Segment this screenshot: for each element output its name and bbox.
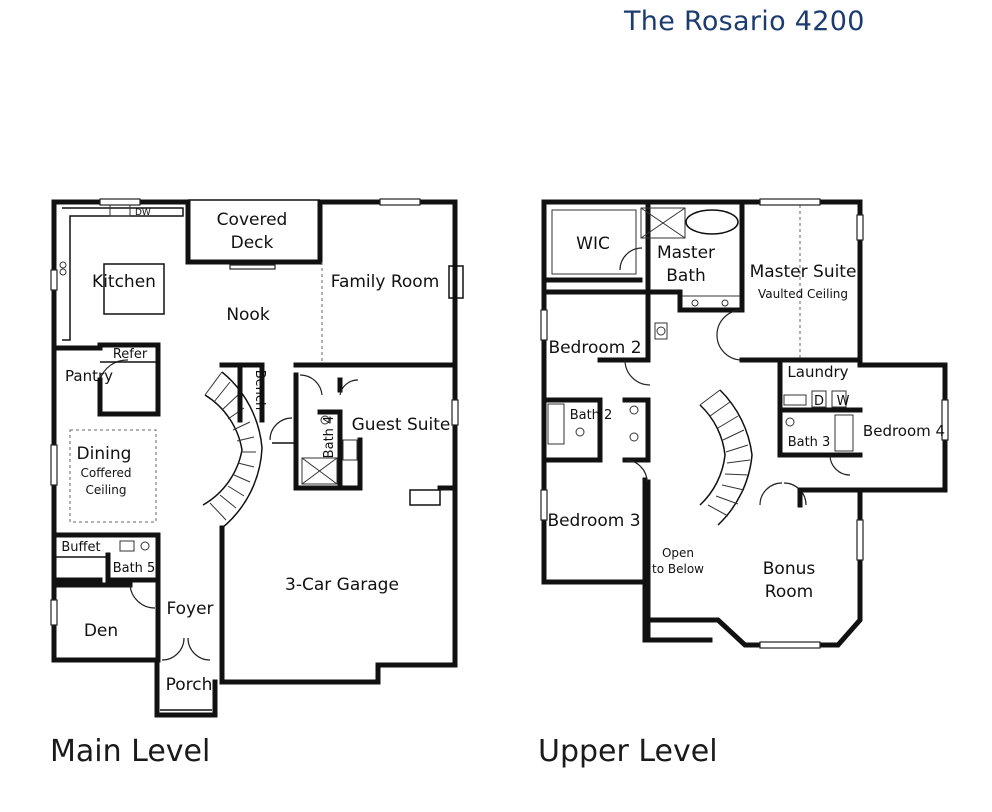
upper-staircase — [699, 389, 753, 526]
bath3-label: Bath 3 — [788, 435, 831, 450]
dw-label: DW — [135, 208, 151, 218]
washer-label: W — [837, 394, 850, 409]
kitchen-island — [103, 263, 165, 315]
buffet-bath5-wall — [51, 532, 161, 583]
dryer-label: D — [814, 394, 824, 409]
bath5-label: Bath 5 — [113, 561, 156, 576]
open-to-below-label-1: Open — [662, 546, 694, 560]
main-level-label: Main Level — [50, 734, 211, 769]
dining-coffered-label: Coffered — [80, 466, 131, 480]
upper-level-label: Upper Level — [538, 734, 718, 769]
garage-label: 3-Car Garage — [285, 575, 399, 595]
master-bath-label-2: Bath — [666, 266, 706, 286]
laundry-wall — [739, 357, 863, 458]
den-label: Den — [84, 621, 118, 641]
dining-coffered-ceiling — [69, 429, 157, 523]
dining-ceiling-label: Ceiling — [86, 483, 127, 497]
bedroom3-label: Bedroom 3 — [547, 511, 640, 531]
bath3-tub — [834, 414, 854, 452]
bath2-label: Bath 2 — [570, 408, 613, 423]
covered-deck-wall — [185, 199, 323, 265]
bedroom2-wall — [541, 289, 651, 463]
laundry-label: Laundry — [787, 363, 848, 381]
deck-slider — [229, 264, 276, 270]
refer-label: Refer — [113, 347, 148, 362]
wic-label: WIC — [576, 234, 610, 254]
bonus-room-label-2: Room — [765, 582, 813, 602]
shower — [640, 207, 686, 239]
pantry-wall — [51, 342, 161, 417]
main-level-plan: DW — [50, 198, 464, 718]
bedroom4-label: Bedroom 4 — [863, 422, 945, 440]
porch-label: Porch — [166, 675, 213, 695]
kitchen-label: Kitchen — [92, 272, 156, 292]
open-to-below-label-2: to Below — [652, 562, 704, 576]
plan-title: The Rosario 4200 — [624, 6, 865, 37]
master-suite-label: Master Suite — [750, 262, 857, 282]
bench-wall — [219, 362, 265, 423]
fireplace — [448, 265, 464, 299]
dining-label: Dining — [77, 444, 132, 464]
pantry-label: Pantry — [65, 367, 113, 385]
nook-label: Nook — [226, 305, 270, 325]
bath2-tub — [547, 403, 565, 445]
bonus-room-label-1: Bonus — [763, 559, 816, 579]
den-wall — [51, 577, 161, 663]
guest-suite-wall — [293, 362, 458, 491]
master-bath-label-1: Master — [657, 243, 715, 263]
guest-suite-label: Guest Suite — [352, 415, 451, 435]
tub — [685, 209, 739, 235]
bench-label: Bench — [252, 370, 267, 411]
garage-interior — [409, 489, 441, 506]
bedroom2-label: Bedroom 2 — [548, 338, 641, 358]
vaulted-ceiling-label: Vaulted Ceiling — [758, 287, 848, 301]
buffet-label: Buffet — [61, 540, 100, 555]
upper-level-plan: D W WIC Master Bath Master Suite — [540, 198, 949, 649]
covered-deck-label-2: Deck — [231, 233, 274, 253]
covered-deck-label-1: Covered — [217, 210, 288, 230]
family-room-label: Family Room — [331, 272, 440, 292]
foyer-label: Foyer — [166, 599, 213, 619]
bath4-label: Bath 4 — [322, 416, 337, 459]
